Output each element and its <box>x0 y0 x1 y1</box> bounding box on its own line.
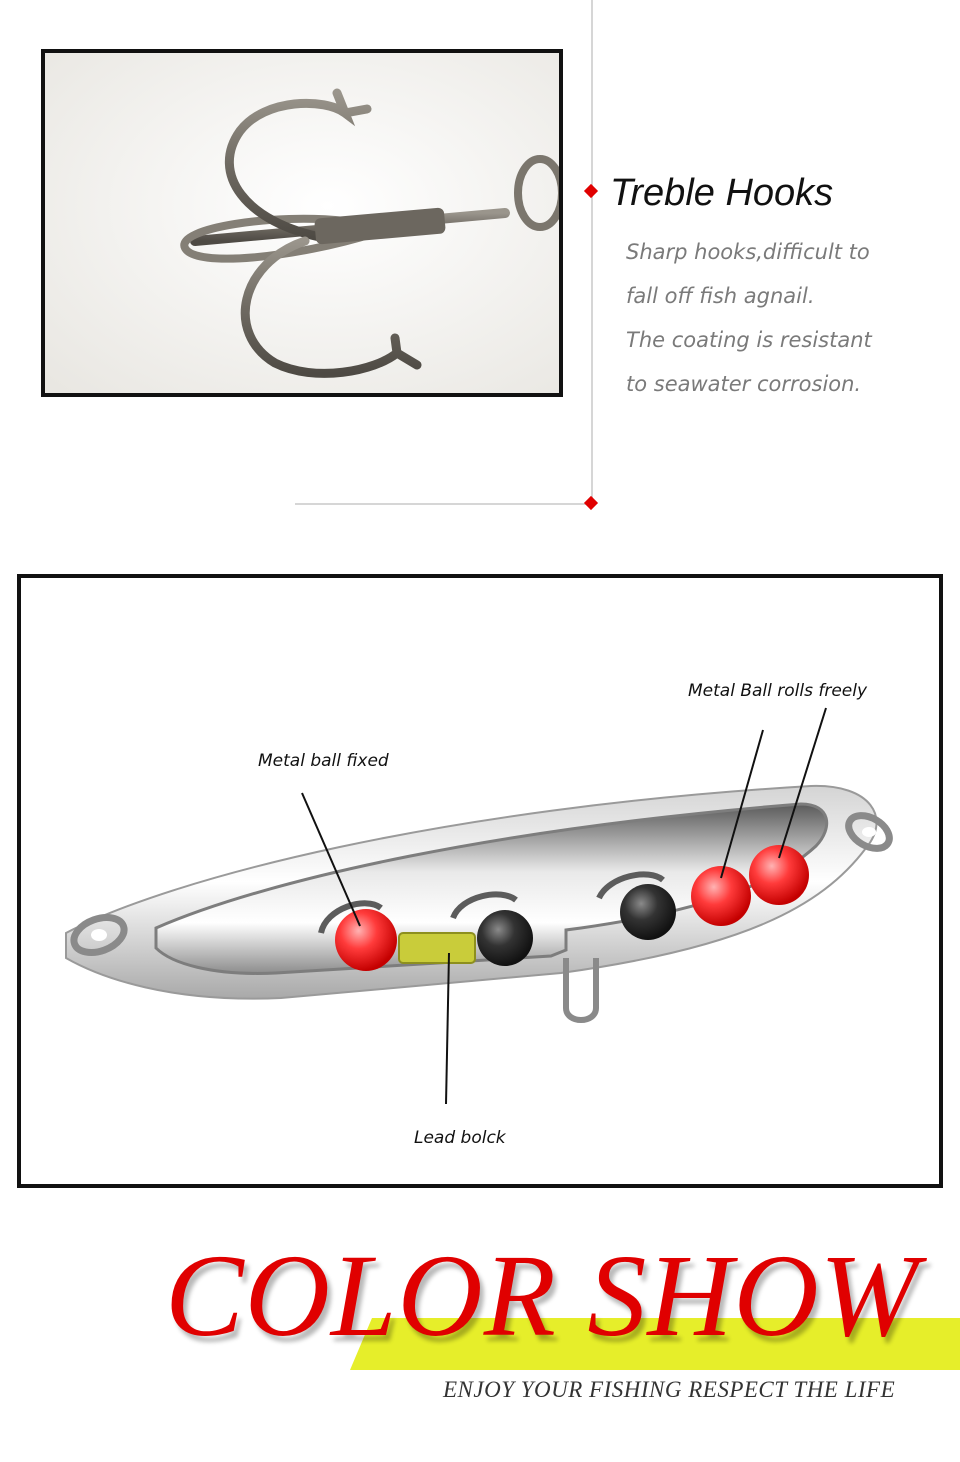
label-lead-block: Lead bolck <box>414 1128 506 1148</box>
label-metal-ball-rolls-freely: Metal Ball rolls freely <box>688 681 868 701</box>
hook-photo-frame <box>41 49 563 397</box>
feature-description-line: Sharp hooks,difficult to <box>626 240 870 264</box>
feature-description: Sharp hooks,difficult to fall off fish a… <box>626 230 872 406</box>
banner-subtitle: ENJOY YOUR FISHING RESPECT THE LIFE <box>443 1377 896 1402</box>
title-diamond-marker <box>583 183 599 199</box>
corner-diamond-marker <box>583 495 599 511</box>
lure-cutaway-diagram <box>65 707 893 1105</box>
feature-description-line: fall off fish agnail. <box>626 284 815 308</box>
horizontal-divider <box>295 503 591 505</box>
vertical-divider <box>591 0 593 500</box>
feature-description-line: The coating is resistant <box>626 328 872 352</box>
feature-title: Treble Hooks <box>610 172 834 214</box>
banner-yellow-stripe <box>350 1318 960 1370</box>
lure-diagram-frame: Metal ball fixed Metal Ball rolls freely… <box>17 574 943 1188</box>
label-metal-ball-fixed: Metal ball fixed <box>258 751 389 771</box>
treble-hook-image <box>45 53 559 393</box>
feature-description-line: to seawater corrosion. <box>626 372 862 396</box>
banner-title: COLOR SHOW <box>165 1230 920 1361</box>
